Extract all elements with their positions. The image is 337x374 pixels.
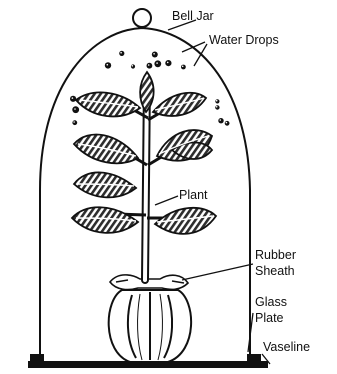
vaseline-seal-right (247, 354, 261, 362)
water-drop-highlight (120, 52, 122, 54)
pot (109, 290, 191, 362)
water-drop-highlight (153, 53, 155, 55)
water-drop (152, 52, 158, 58)
water-drop-highlight (73, 121, 75, 123)
label-plant: Plant (179, 188, 208, 202)
water-drop-highlight (107, 64, 109, 66)
leader-rubber-sheath (182, 264, 253, 280)
water-drop-highlight (226, 122, 228, 124)
water-drop (70, 96, 76, 102)
water-drop (154, 60, 161, 67)
water-drop (215, 99, 219, 103)
label-plate: Plate (255, 311, 284, 325)
water-drop-highlight (148, 64, 150, 66)
water-drop (105, 62, 111, 68)
label-rubber: Rubber (255, 248, 296, 262)
water-drop-highlight (220, 119, 222, 121)
label-sheath: Sheath (255, 264, 295, 278)
water-drop (131, 64, 135, 68)
label-glass: Glass (255, 295, 287, 309)
labels: Bell Jar Water Drops Plant Rubber Sheath… (172, 9, 310, 354)
water-drop (181, 65, 186, 70)
leaf-upper-left (76, 92, 140, 116)
water-drop-highlight (132, 65, 134, 67)
label-vaseline: Vaseline (263, 340, 310, 354)
leader-water-drops-2 (194, 44, 207, 66)
water-drop-highlight (72, 97, 74, 99)
water-drop-highlight (156, 62, 158, 64)
vaseline-seal-left (30, 354, 44, 362)
leaf-top-bud (140, 72, 154, 112)
water-drop-highlight (167, 62, 169, 64)
label-bell-jar: Bell Jar (172, 9, 214, 23)
water-drop-highlight (216, 100, 218, 102)
water-drop (147, 63, 153, 69)
bell-jar-knob (133, 9, 151, 27)
leader-plant (155, 196, 178, 205)
water-drop (215, 105, 219, 109)
water-drop (72, 106, 79, 113)
water-drop-highlight (182, 66, 184, 68)
water-drop-highlight (74, 108, 76, 110)
water-drop (165, 60, 171, 66)
water-drop (72, 120, 77, 125)
water-drop (225, 121, 230, 126)
leader-water-drops-1 (182, 42, 205, 52)
water-drop (119, 51, 124, 56)
water-drop (218, 118, 223, 123)
label-water-drops: Water Drops (209, 33, 279, 47)
water-drop-highlight (216, 106, 218, 108)
